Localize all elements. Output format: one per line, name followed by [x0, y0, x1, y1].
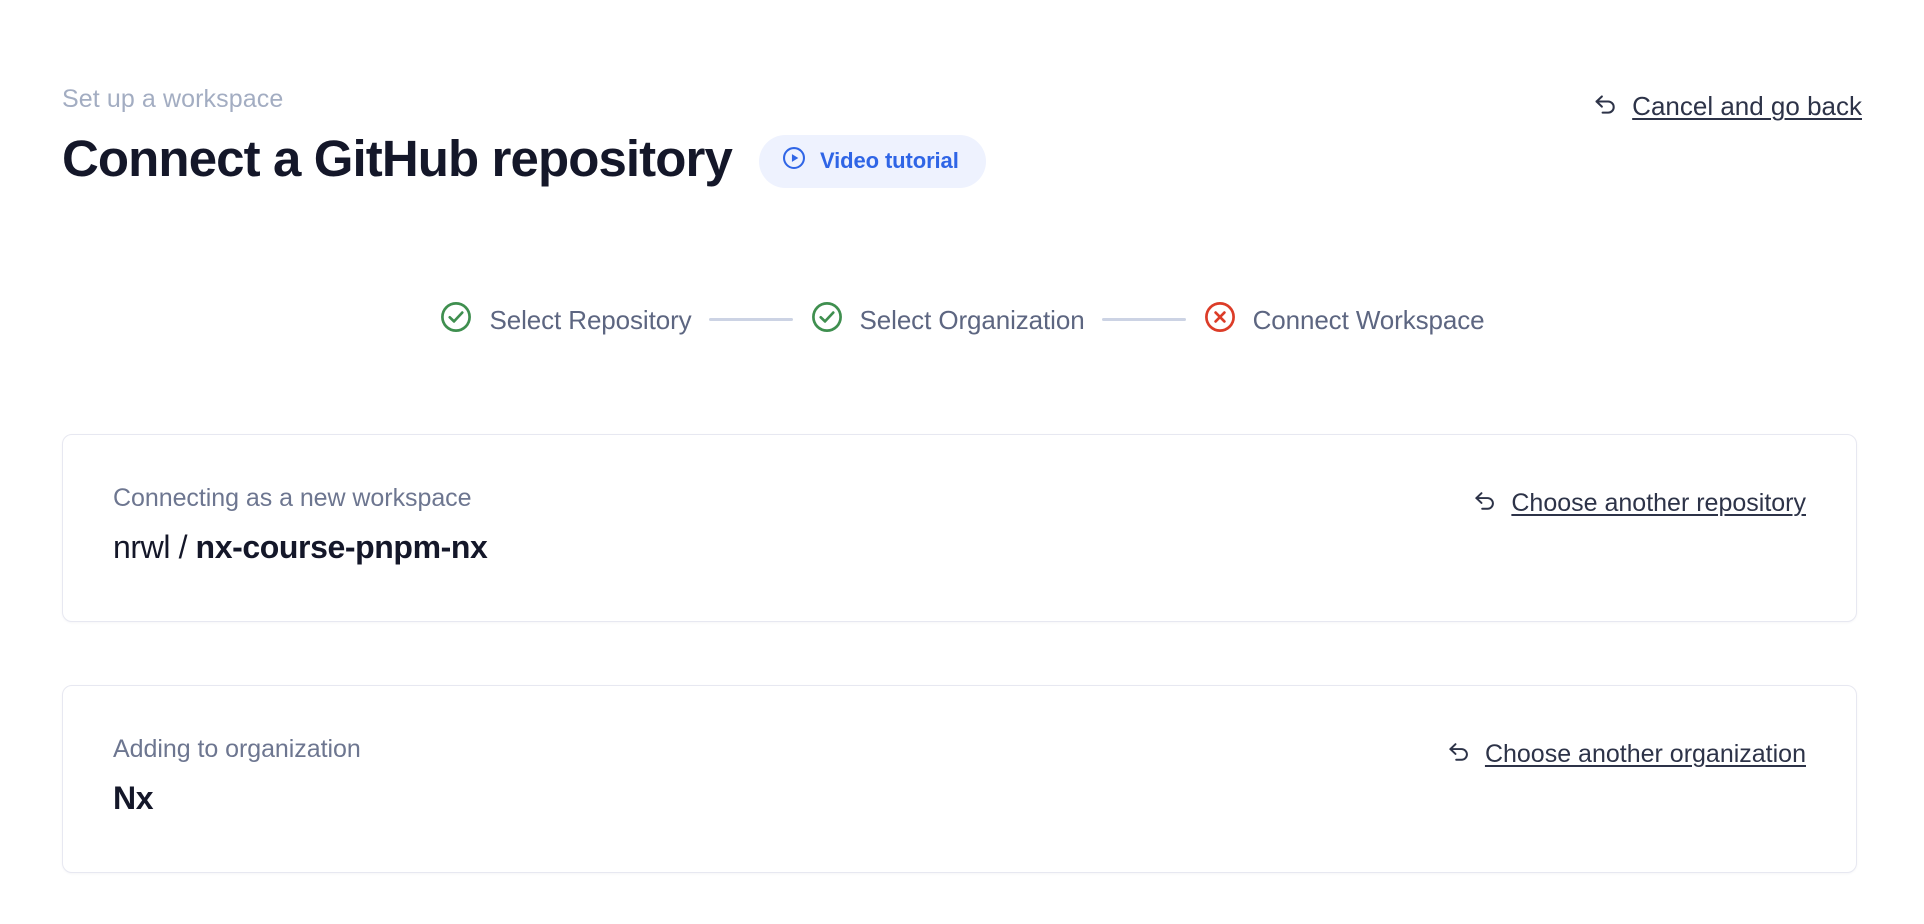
undo-arrow-icon [1591, 88, 1620, 124]
page-title: Connect a GitHub repository [62, 130, 733, 187]
x-circle-icon [1203, 300, 1237, 339]
video-tutorial-button[interactable]: Video tutorial [758, 134, 986, 188]
organization-name: Nx [113, 780, 154, 816]
repository-card: Connecting as a new workspace nrwl / nx-… [62, 434, 1857, 622]
check-circle-icon [439, 300, 473, 339]
stepper-label-connect-workspace: Connect Workspace [1252, 304, 1485, 335]
choose-another-organization-link[interactable]: Choose another organization [1445, 736, 1806, 772]
stepper-connector-1 [708, 318, 793, 321]
choose-another-repository-label: Choose another repository [1511, 488, 1806, 517]
cancel-and-go-back-link[interactable]: Cancel and go back [1591, 88, 1862, 124]
repository-name: nx-course-pnpm-nx [195, 529, 488, 565]
play-circle-icon [781, 145, 807, 177]
cancel-and-go-back-label: Cancel and go back [1632, 91, 1862, 121]
stepper-step-connect-workspace[interactable]: Connect Workspace [1203, 300, 1485, 339]
choose-another-repository-link[interactable]: Choose another repository [1471, 485, 1806, 521]
choose-another-organization-label: Choose another organization [1484, 739, 1806, 768]
check-circle-icon [810, 300, 844, 339]
organization-card: Adding to organization Nx Choose another… [62, 685, 1857, 873]
title-row: Connect a GitHub repository Video tutori… [62, 130, 1862, 188]
stepper-connector-2 [1101, 318, 1186, 321]
repository-card-caption: Connecting as a new workspace [113, 484, 472, 512]
repository-card-body: Connecting as a new workspace nrwl / nx-… [113, 483, 488, 566]
organization-card-body: Adding to organization Nx [113, 734, 361, 817]
stepper-label-select-repository: Select Repository [489, 304, 692, 335]
undo-arrow-icon [1471, 485, 1499, 521]
repository-card-value: nrwl / nx-course-pnpm-nx [113, 528, 488, 566]
page-eyebrow: Set up a workspace [62, 85, 284, 113]
stepper-step-select-organization[interactable]: Select Organization [810, 300, 1085, 339]
stepper-label-select-organization: Select Organization [859, 304, 1085, 335]
stepper-step-select-repository[interactable]: Select Repository [439, 300, 692, 339]
progress-stepper: Select Repository Select Organization [0, 300, 1924, 339]
undo-arrow-icon [1445, 736, 1473, 772]
organization-card-caption: Adding to organization [113, 735, 361, 763]
page-header: Set up a workspace Connect a GitHub repo… [62, 84, 1862, 188]
video-tutorial-label: Video tutorial [819, 147, 959, 173]
repository-owner: nrwl / [113, 529, 196, 565]
